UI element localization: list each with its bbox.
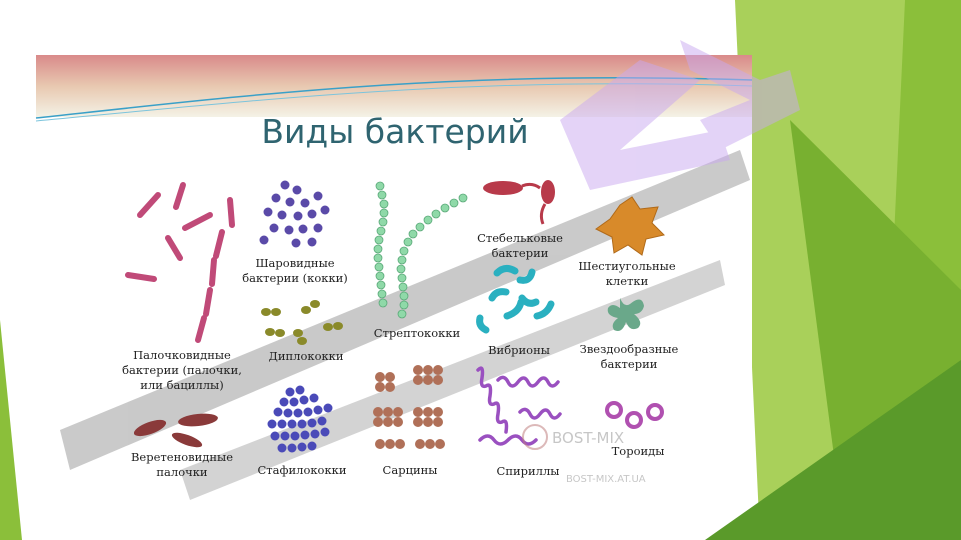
rod <box>213 229 225 259</box>
label-hexagonal: Шестиугольные клетки <box>578 259 676 288</box>
watermark-stripe <box>60 150 750 470</box>
site-watermark: BOST-MIX BOST-MIX.AT.UA <box>522 424 646 485</box>
fusiform-group <box>133 413 218 448</box>
rod <box>209 257 217 287</box>
rod <box>195 315 207 343</box>
label-toroids: Тороиды <box>611 444 665 458</box>
cocci-group <box>259 180 330 248</box>
watermark-logo-text: BOST-MIX <box>552 429 624 447</box>
star-bacterium <box>607 298 644 331</box>
rod <box>125 272 157 282</box>
label-cocci: Шаровидные бактерии (кокки) <box>242 256 348 285</box>
toroids-group <box>605 401 664 429</box>
watermark-url-text: BOST-MIX.AT.UA <box>566 474 646 485</box>
hexagonal-cell <box>595 196 665 256</box>
green-shape-4 <box>705 360 961 540</box>
watermark-glyph-2 <box>560 60 730 190</box>
label-diplococci: Диплококки <box>268 349 344 363</box>
sarcina-group <box>373 365 445 449</box>
vibrio-group <box>476 264 555 334</box>
staphylococci-group <box>267 385 333 453</box>
label-fusiform: Веретеновидные палочки <box>130 450 234 479</box>
rod <box>227 197 235 228</box>
label-vibrio: Вибрионы <box>488 343 550 357</box>
label-staphylococci: Стафилококки <box>257 463 347 477</box>
stalked-group <box>483 180 555 225</box>
streptococci-group <box>373 181 468 319</box>
green-shape-5 <box>0 320 22 540</box>
label-spirilla: Спириллы <box>496 464 560 478</box>
watermark-stripe-2 <box>180 260 725 500</box>
spirilla-group <box>476 366 562 446</box>
label-star: Звездообразные бактерии <box>579 342 679 371</box>
label-streptococci: Стрептококки <box>373 326 461 340</box>
label-stalked: Стебельковые бактерии <box>477 231 563 260</box>
watermark-glyph-4 <box>680 40 800 150</box>
diplococci-group <box>261 300 343 345</box>
rod <box>137 192 161 218</box>
rod <box>182 212 213 231</box>
rod <box>203 287 213 317</box>
rod <box>173 182 186 210</box>
rod <box>165 235 183 261</box>
label-rods: Палочковидные бактерии (палочки, или бац… <box>122 348 242 392</box>
rods-group <box>125 182 235 343</box>
label-sarcina: Сарцины <box>382 463 438 477</box>
slide-title: Виды бактерий <box>261 112 529 151</box>
